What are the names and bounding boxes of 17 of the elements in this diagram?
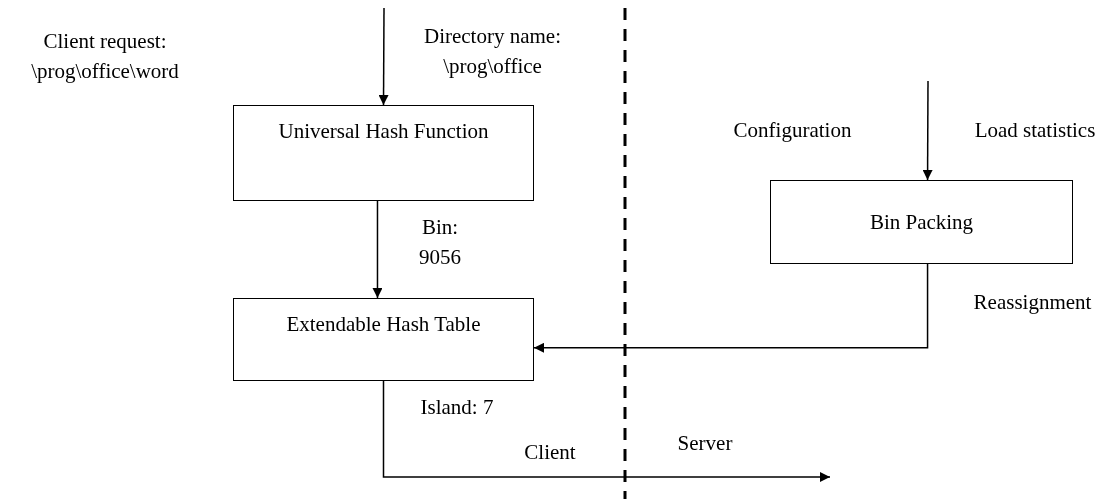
annotation-text: Client bbox=[523, 439, 577, 466]
box-label: Extendable Hash Table bbox=[286, 311, 481, 338]
arrow bbox=[533, 263, 929, 353]
annotation-text: Configuration bbox=[732, 117, 853, 144]
annotation-text: Client request: \prog\office\word bbox=[30, 28, 180, 85]
annotation-text: Directory name: \prog\office bbox=[423, 23, 562, 80]
arrow bbox=[378, 7, 389, 106]
process-box bbox=[233, 298, 534, 381]
annotation-text: Server bbox=[676, 430, 734, 457]
process-box bbox=[233, 105, 534, 201]
arrow bbox=[382, 380, 831, 482]
arrow bbox=[922, 80, 933, 181]
annotation-text: Load statistics bbox=[973, 117, 1097, 144]
box-label: Bin Packing bbox=[869, 209, 974, 236]
process-box bbox=[770, 180, 1073, 264]
box-label: Universal Hash Function bbox=[278, 118, 489, 145]
arrow bbox=[372, 200, 383, 299]
